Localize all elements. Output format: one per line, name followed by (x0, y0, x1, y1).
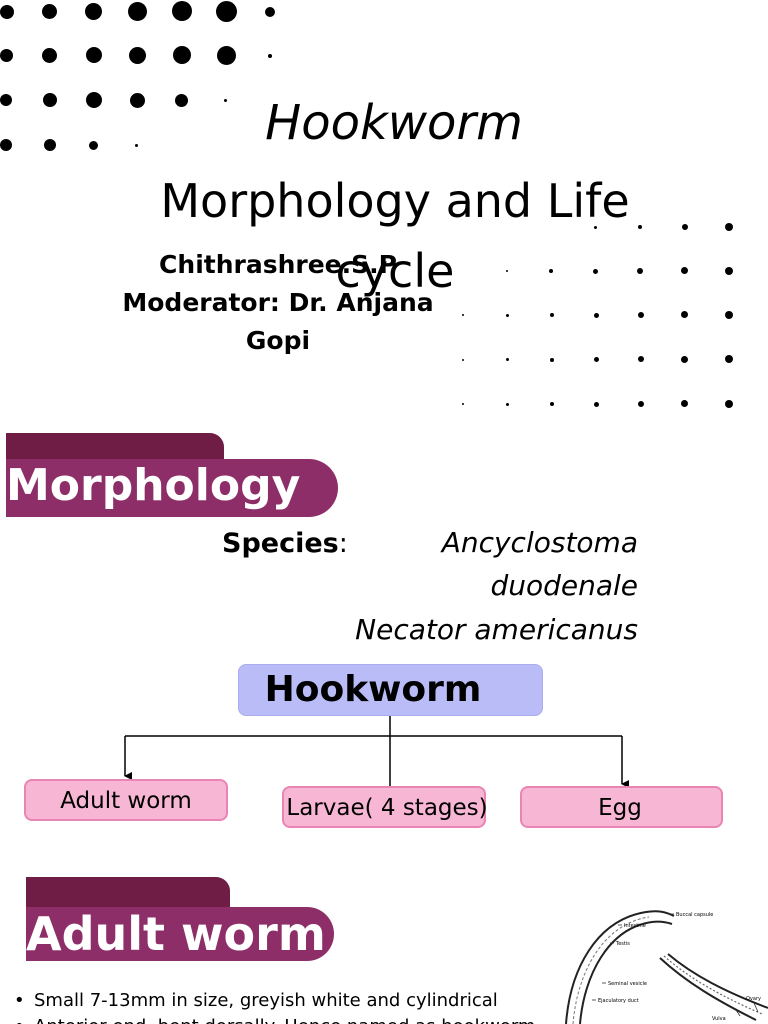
section-heading-morphology: Morphology (6, 460, 301, 511)
hookworm-anatomy-figure: Buccal capsule Intestine Testis Seminal … (565, 910, 768, 1024)
presenter-name: Chithrashree.S.P (159, 250, 397, 279)
figure-label-ejaculatory-duct: Ejaculatory duct (598, 998, 639, 1004)
slide-subtitle: Morphology and Life cycle (160, 174, 630, 298)
presenter-block: Chithrashree.S.P Moderator: Dr. Anjana G… (100, 246, 456, 360)
bullet-text-2: Anterior end, bent dorsally. Hence named… (34, 1016, 535, 1024)
figure-label-seminal-vesicle: Seminal vesicle (608, 981, 647, 987)
species-necator: Necator americanus (355, 613, 638, 646)
bullet-mark: • (14, 1015, 34, 1024)
figure-label-ovary: Ovary (746, 996, 761, 1002)
bullet-item-2: •Anterior end, bent dorsally. Hence name… (14, 1015, 535, 1024)
species-duodenale: duodenale (490, 569, 638, 602)
bullet-mark: • (14, 990, 25, 1011)
child-box-adult-worm (24, 779, 228, 821)
child-box-egg (520, 786, 723, 828)
moderator-name: Moderator: Dr. Anjana Gopi (122, 288, 434, 355)
species-label-text: Species (222, 528, 339, 559)
species-colon: : (338, 528, 348, 559)
banner-front-shape-2 (26, 907, 334, 961)
bullet-item-1: • Small 7-13mm in size, greyish white and… (14, 989, 498, 1013)
figure-label-testis: Testis (615, 941, 630, 947)
figure-label-vulva: Vulva (712, 1016, 726, 1022)
child-label-egg: Egg (598, 795, 642, 821)
bullet-text-1: Small 7-13mm in size, greyish white and … (34, 990, 498, 1011)
species-ancyclostoma: Ancyclostoma (441, 526, 638, 559)
hierarchy-root-box (238, 664, 543, 716)
section-heading-adult-worm: Adult worm (26, 907, 326, 961)
slide-title-hookworm: Hookworm (265, 95, 523, 151)
hierarchy-connectors (124, 716, 629, 796)
figure-label-intestine: Intestine (624, 923, 646, 929)
species-label: Species: (222, 526, 348, 562)
banner-front-shape (6, 459, 338, 517)
hierarchy-root-label: Hookworm (264, 669, 482, 710)
child-label-adult-worm: Adult worm (60, 788, 192, 814)
child-label-larvae: Larvae( 4 stages) (286, 795, 488, 821)
figure-label-buccal-capsule: Buccal capsule (676, 912, 713, 918)
child-box-larvae (282, 786, 486, 828)
